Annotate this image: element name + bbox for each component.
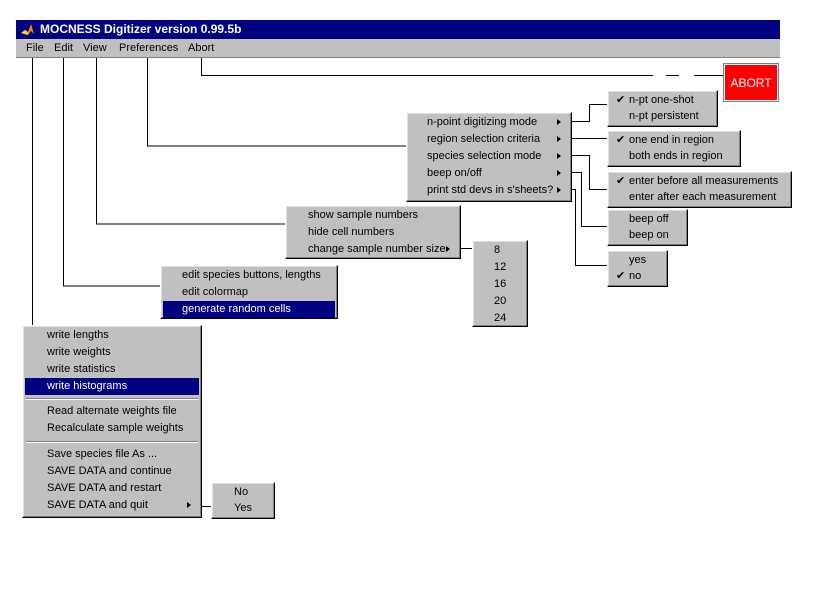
npoint-one-shot[interactable]: ✔ n-pt one-shot (610, 92, 715, 109)
menu-file[interactable]: File (26, 42, 44, 54)
species-enter-after[interactable]: enter after each measurement (629, 191, 777, 203)
checkmark-icon: ✔ (616, 134, 626, 146)
menu-bar: File Edit View Preferences Abort (16, 39, 780, 58)
file-write-histograms[interactable]: write histograms (25, 378, 199, 395)
region-submenu: ✔ one end in region both ends in region (607, 130, 741, 167)
edit-species-buttons[interactable]: edit species buttons, lengths (182, 269, 321, 281)
view-change-sample-size[interactable]: change sample number size (288, 241, 458, 258)
beep-submenu: beep off beep on (607, 209, 688, 246)
checkmark-icon: ✔ (616, 175, 626, 187)
menu-view[interactable]: View (83, 42, 107, 54)
triangle-right-icon (557, 119, 561, 125)
abort-button[interactable]: ABORT (723, 63, 779, 102)
species-submenu: ✔ enter before all measurements enter af… (607, 171, 792, 208)
triangle-right-icon (446, 246, 450, 252)
triangle-right-icon (557, 136, 561, 142)
menu-abort[interactable]: Abort (188, 42, 215, 54)
checkmark-icon: ✔ (616, 270, 626, 282)
edit-generate-random-cells[interactable]: generate random cells (163, 301, 335, 318)
file-save-restart[interactable]: SAVE DATA and restart (47, 482, 162, 494)
view-show-sample-numbers[interactable]: show sample numbers (308, 209, 419, 221)
menu-separator (26, 441, 198, 443)
region-one-end[interactable]: ✔ one end in region (610, 132, 738, 149)
file-save-quit[interactable]: SAVE DATA and quit (25, 497, 199, 514)
size-20[interactable]: 20 (494, 295, 507, 307)
species-enter-before[interactable]: ✔ enter before all measurements (610, 173, 789, 190)
stddev-yes[interactable]: yes (629, 254, 647, 266)
size-8[interactable]: 8 (494, 244, 501, 256)
triangle-right-icon (557, 170, 561, 176)
size-16[interactable]: 16 (494, 278, 507, 290)
file-write-weights[interactable]: write weights (47, 346, 111, 358)
quit-no[interactable]: No (234, 486, 249, 498)
size-submenu: 8 12 16 20 24 (472, 240, 528, 327)
size-12[interactable]: 12 (494, 261, 507, 273)
window-title: MOCNESS Digitizer version 0.99.5b (40, 22, 242, 36)
npoint-persistent[interactable]: n-pt persistent (629, 110, 699, 122)
edit-menu: edit species buttons, lengths edit color… (160, 265, 338, 319)
matlab-logo-icon (20, 22, 35, 37)
pref-region-criteria[interactable]: region selection criteria (409, 131, 569, 148)
file-read-alt-weights[interactable]: Read alternate weights file (47, 405, 177, 417)
pref-beep[interactable]: beep on/off (409, 165, 569, 182)
edit-colormap[interactable]: edit colormap (182, 286, 249, 298)
pref-print-stddev[interactable]: print std devs in s'sheets? (409, 182, 569, 199)
file-write-lengths[interactable]: write lengths (47, 329, 109, 341)
file-save-species-as[interactable]: Save species file As ... (47, 448, 158, 460)
checkmark-icon: ✔ (616, 94, 626, 106)
view-hide-cell-numbers[interactable]: hide cell numbers (308, 226, 395, 238)
quit-submenu: No Yes (211, 482, 275, 519)
triangle-right-icon (187, 502, 191, 508)
file-save-continue[interactable]: SAVE DATA and continue (47, 465, 172, 477)
preferences-menu: n-point digitizing mode region selection… (406, 112, 572, 202)
file-write-statistics[interactable]: write statistics (47, 363, 116, 375)
pref-species-mode[interactable]: species selection mode (409, 148, 569, 165)
pref-npoint-mode[interactable]: n-point digitizing mode (409, 114, 569, 131)
title-bar: MOCNESS Digitizer version 0.99.5b (16, 20, 780, 39)
menu-separator (26, 398, 198, 400)
stddev-no[interactable]: ✔ no (610, 268, 665, 285)
quit-yes[interactable]: Yes (234, 502, 252, 514)
region-both-ends[interactable]: both ends in region (629, 150, 723, 162)
triangle-right-icon (557, 153, 561, 159)
npoint-submenu: ✔ n-pt one-shot n-pt persistent (607, 90, 718, 127)
beep-off[interactable]: beep off (629, 213, 669, 225)
menu-edit[interactable]: Edit (54, 42, 73, 54)
triangle-right-icon (557, 187, 561, 193)
view-menu: show sample numbers hide cell numbers ch… (285, 205, 461, 259)
beep-on[interactable]: beep on (629, 229, 669, 241)
stddev-submenu: yes ✔ no (607, 250, 668, 287)
file-recalculate-weights[interactable]: Recalculate sample weights (47, 422, 184, 434)
size-24[interactable]: 24 (494, 312, 507, 324)
file-menu: write lengths write weights write statis… (22, 325, 202, 518)
menu-preferences[interactable]: Preferences (119, 42, 179, 54)
